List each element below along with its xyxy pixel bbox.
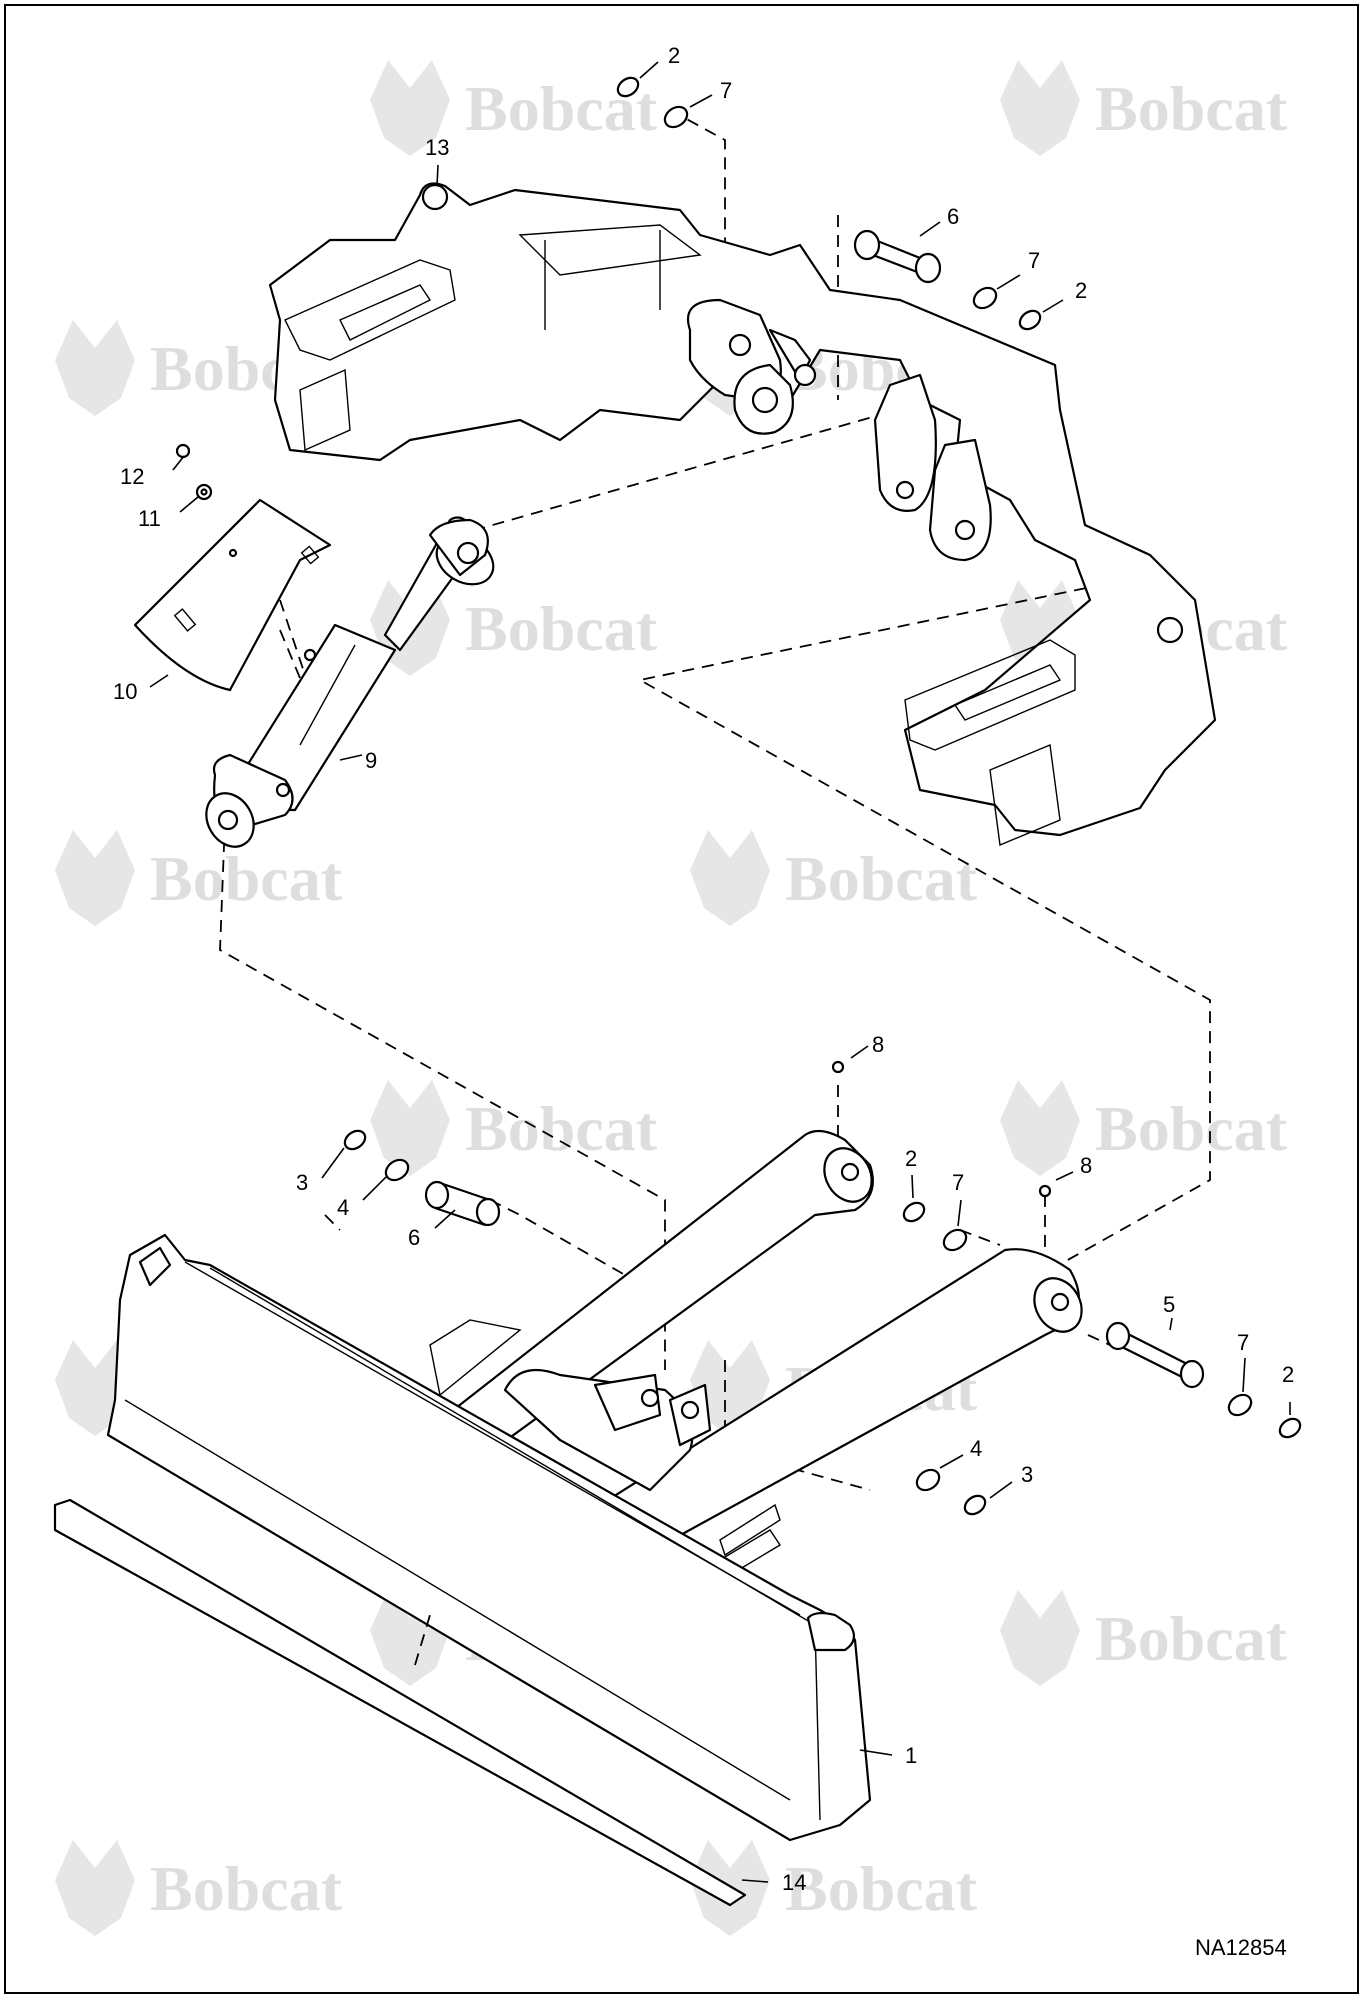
callout-3: 3 xyxy=(1021,1462,1033,1487)
watermark: Bobcat xyxy=(1000,60,1288,156)
svg-text:Bobcat: Bobcat xyxy=(1095,1093,1288,1164)
callout-7: 7 xyxy=(952,1170,964,1195)
o-ring-2-right xyxy=(1018,309,1042,331)
callout-10: 10 xyxy=(113,679,137,704)
callout-2: 2 xyxy=(668,43,680,68)
callout-7: 7 xyxy=(1237,1330,1249,1355)
grease-fitting-8-left xyxy=(831,1060,845,1074)
grease-fitting-8-right xyxy=(1038,1184,1052,1198)
callout-12: 12 xyxy=(120,464,144,489)
o-ring-3-left xyxy=(343,1129,367,1151)
callout-8: 8 xyxy=(1080,1153,1092,1178)
callout-2: 2 xyxy=(905,1146,917,1171)
washer-4-right xyxy=(915,1468,941,1492)
watermark: Bobcat xyxy=(55,830,343,926)
frame-assembly xyxy=(268,182,1217,846)
dozer-blade xyxy=(106,1233,872,1842)
watermark: Bobcat xyxy=(690,830,978,926)
svg-text:Bobcat: Bobcat xyxy=(150,843,343,914)
washer-4-left xyxy=(384,1158,410,1182)
blade-arms xyxy=(413,1129,1083,1591)
callout-9: 9 xyxy=(365,748,377,773)
callout-5: 5 xyxy=(1163,1292,1175,1317)
washer-11-hole xyxy=(200,488,208,496)
callout-8: 8 xyxy=(872,1032,884,1057)
watermark: Bobcat xyxy=(1000,1080,1288,1176)
callout-6: 6 xyxy=(408,1225,420,1250)
callout-7: 7 xyxy=(720,78,732,103)
callout-3: 3 xyxy=(296,1170,308,1195)
watermark: Bobcat xyxy=(1000,1590,1288,1686)
callout-13: 13 xyxy=(425,135,449,160)
o-ring-3-right xyxy=(963,1494,987,1516)
o-ring-2-mid xyxy=(902,1201,926,1223)
o-ring-2-top xyxy=(616,76,640,98)
hydraulic-cylinder xyxy=(205,516,495,848)
pin-5 xyxy=(1105,1321,1205,1389)
svg-text:Bobcat: Bobcat xyxy=(150,1853,343,1924)
watermark: Bobcat xyxy=(370,1080,658,1176)
callout-4: 4 xyxy=(970,1436,982,1461)
pin-6-upper xyxy=(853,229,942,284)
washer-7-top xyxy=(663,105,689,129)
callout-6: 6 xyxy=(947,204,959,229)
drawing-number: NA12854 xyxy=(1195,1935,1287,1960)
watermark: Bobcat xyxy=(55,1840,343,1936)
pin-6-lower xyxy=(424,1180,501,1227)
washer-7-right xyxy=(972,286,998,310)
callout-14: 14 xyxy=(782,1870,806,1895)
callout-7: 7 xyxy=(1028,248,1040,273)
callout-11: 11 xyxy=(138,506,161,531)
cutting-edge xyxy=(53,1498,747,1907)
leader-lines xyxy=(149,61,1291,1883)
svg-text:Bobcat: Bobcat xyxy=(1095,1603,1288,1674)
washer-7-low xyxy=(1227,1393,1253,1417)
svg-text:Bobcat: Bobcat xyxy=(785,1853,978,1924)
svg-text:Bobcat: Bobcat xyxy=(465,593,658,664)
o-ring-2-low xyxy=(1278,1417,1302,1439)
cylinder-cover xyxy=(133,498,332,692)
callout-4: 4 xyxy=(337,1195,349,1220)
callout-1: 1 xyxy=(905,1743,917,1768)
nut-12 xyxy=(175,443,191,459)
callout-2: 2 xyxy=(1282,1362,1294,1387)
callout-labels: 2 7 13 6 7 2 12 11 10 9 8 3 4 6 2 7 8 5 … xyxy=(113,43,1294,1895)
watermark: Bobcat xyxy=(370,60,658,156)
washer-7-mid xyxy=(942,1228,968,1252)
svg-text:Bobcat: Bobcat xyxy=(1095,73,1288,144)
callout-2: 2 xyxy=(1075,278,1087,303)
svg-text:Bobcat: Bobcat xyxy=(785,843,978,914)
